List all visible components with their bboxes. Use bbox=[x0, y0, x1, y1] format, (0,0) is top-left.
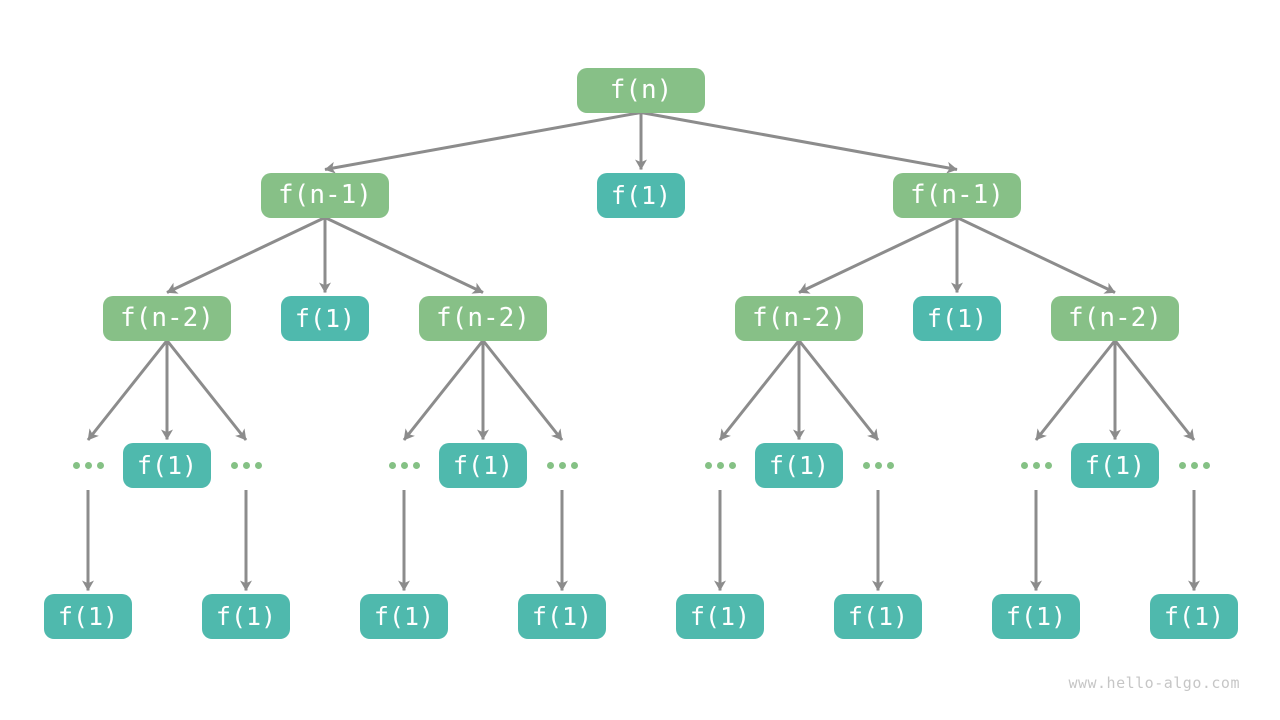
ellipsis-node bbox=[387, 458, 421, 472]
ellipsis-dot bbox=[1202, 461, 1210, 469]
ellipsis-dot bbox=[400, 461, 408, 469]
ellipsis-dot bbox=[1190, 461, 1198, 469]
tree-node-f-1: f(1) bbox=[439, 442, 527, 488]
tree-edge bbox=[166, 216, 326, 294]
tree-edge bbox=[798, 216, 958, 294]
tree-node-f-1: f(1) bbox=[360, 593, 448, 639]
tree-edge bbox=[481, 339, 564, 441]
ellipsis-dot bbox=[546, 461, 554, 469]
ellipsis-dot bbox=[254, 461, 262, 469]
tree-edge bbox=[718, 339, 801, 441]
tree-edge bbox=[1034, 339, 1117, 441]
tree-node-f-1: f(1) bbox=[992, 593, 1080, 639]
tree-node-f-1: f(1) bbox=[834, 593, 922, 639]
tree-node-f-n-2: f(n-2) bbox=[735, 295, 863, 341]
ellipsis-dot bbox=[704, 461, 712, 469]
watermark: www.hello-algo.com bbox=[1068, 674, 1240, 692]
tree-node-f-1: f(1) bbox=[281, 295, 369, 341]
tree-edge bbox=[640, 111, 958, 174]
tree-edge bbox=[86, 339, 169, 441]
tree-node-f-n-1: f(n-1) bbox=[893, 172, 1021, 218]
ellipsis-dot bbox=[72, 461, 80, 469]
ellipsis-dot bbox=[728, 461, 736, 469]
tree-node-f-1: f(1) bbox=[755, 442, 843, 488]
tree-node-f-1: f(1) bbox=[1071, 442, 1159, 488]
tree-node-f-1: f(1) bbox=[676, 593, 764, 639]
ellipsis-dot bbox=[412, 461, 420, 469]
arrow-group bbox=[82, 111, 1200, 591]
ellipsis-dot bbox=[230, 461, 238, 469]
ellipsis-dot bbox=[242, 461, 250, 469]
tree-node-f-1: f(1) bbox=[518, 593, 606, 639]
tree-node-f-n: f(n) bbox=[577, 67, 705, 113]
ellipsis-dot bbox=[1044, 461, 1052, 469]
ellipsis-dot bbox=[1032, 461, 1040, 469]
ellipsis-node bbox=[861, 458, 895, 472]
tree-edge bbox=[324, 111, 642, 174]
ellipsis-node bbox=[1019, 458, 1053, 472]
ellipsis-node bbox=[703, 458, 737, 472]
tree-edge bbox=[1113, 339, 1196, 441]
tree-edge bbox=[797, 339, 880, 441]
tree-node-f-1: f(1) bbox=[913, 295, 1001, 341]
ellipsis-node bbox=[71, 458, 105, 472]
ellipsis-dot bbox=[96, 461, 104, 469]
tree-node-f-n-2: f(n-2) bbox=[419, 295, 547, 341]
tree-node-f-1: f(1) bbox=[123, 442, 211, 488]
ellipsis-dot bbox=[570, 461, 578, 469]
tree-node-f-1: f(1) bbox=[202, 593, 290, 639]
ellipsis-dot bbox=[874, 461, 882, 469]
tree-node-f-1: f(1) bbox=[1150, 593, 1238, 639]
tree-node-f-n-2: f(n-2) bbox=[1051, 295, 1179, 341]
tree-edge bbox=[956, 216, 1116, 294]
ellipsis-dot bbox=[558, 461, 566, 469]
ellipsis-dot bbox=[388, 461, 396, 469]
ellipsis-dot bbox=[84, 461, 92, 469]
tree-edge bbox=[165, 339, 248, 441]
ellipsis-dot bbox=[886, 461, 894, 469]
ellipsis-dot bbox=[716, 461, 724, 469]
tree-node-f-n-1: f(n-1) bbox=[261, 172, 389, 218]
ellipsis-node bbox=[545, 458, 579, 472]
ellipsis-node bbox=[1177, 458, 1211, 472]
tree-node-f-1: f(1) bbox=[44, 593, 132, 639]
tree-edge bbox=[402, 339, 485, 441]
ellipsis-dot bbox=[1020, 461, 1028, 469]
ellipsis-dot bbox=[862, 461, 870, 469]
ellipsis-node bbox=[229, 458, 263, 472]
tree-edge bbox=[324, 216, 484, 294]
ellipsis-dot bbox=[1178, 461, 1186, 469]
tree-node-f-n-2: f(n-2) bbox=[103, 295, 231, 341]
tree-node-f-1: f(1) bbox=[597, 172, 685, 218]
